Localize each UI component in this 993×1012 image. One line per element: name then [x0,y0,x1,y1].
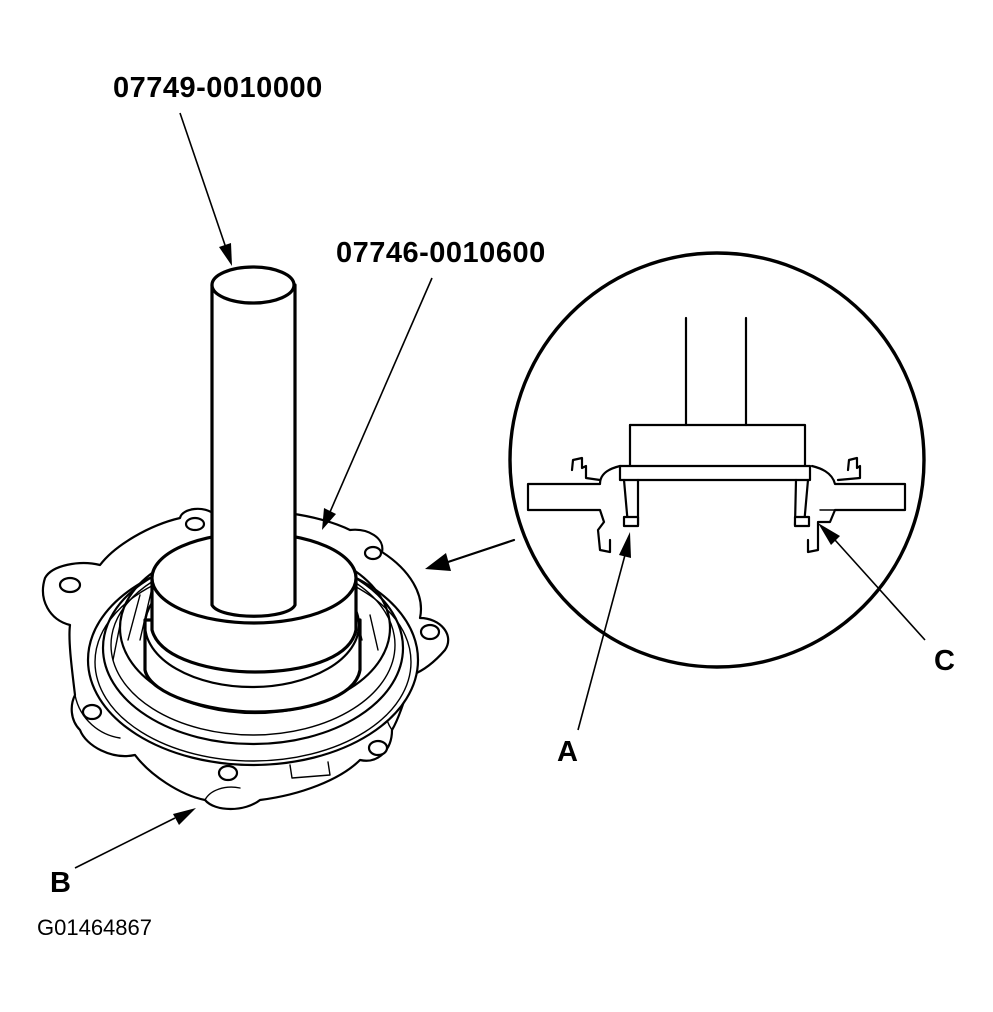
callout-b-label: B [50,867,71,899]
detail-view [508,251,926,669]
bolt-hole [58,576,82,594]
handle-part-number-label: 07749-0010000 [113,72,323,104]
detail-circle [508,251,926,669]
housing-section-left [526,456,622,554]
handle-shaft [210,283,297,618]
bolt-hole [367,739,389,757]
arrowhead [219,243,232,266]
housing-section-right [806,456,907,554]
callout-a-label: A [557,736,578,768]
driver-attachment [143,531,362,714]
arrowhead [818,523,840,545]
bolt-hole [419,623,441,641]
bolt-hole [184,516,206,532]
bolt-hole [363,545,383,561]
driver-handle [210,265,297,618]
bolt-hole [217,764,239,782]
callout-c-label: C [934,645,955,677]
leaders [74,112,926,869]
driver-part-number-label: 07746-0010600 [336,237,546,269]
arrowhead [619,532,631,558]
handle-top [210,265,296,305]
bolt-hole [81,703,103,721]
arrowhead [425,553,451,571]
arrowhead [173,808,196,825]
figure-id-label: G01464867 [37,915,152,940]
arrowhead [322,508,336,530]
